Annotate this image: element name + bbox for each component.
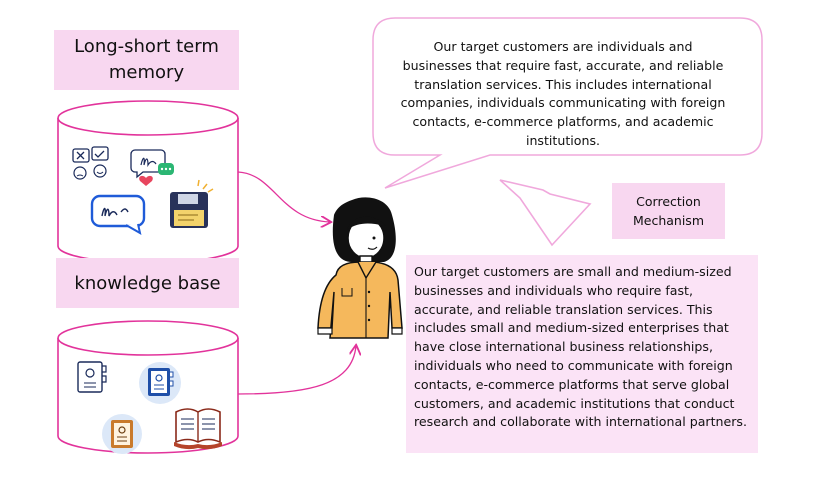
- speech-bubble-text: Our target customers are individuals and…: [400, 39, 726, 148]
- knowledge-base-title: knowledge base: [56, 258, 239, 308]
- speech-bubble: [372, 17, 763, 189]
- correction-down-arrow: [499, 179, 592, 247]
- notebook-circle-icon: [102, 414, 142, 454]
- correction-mechanism-label: Correction Mechanism: [632, 194, 704, 228]
- address-book-icon: [77, 361, 107, 393]
- floppy-disk-note-icon: [170, 179, 214, 228]
- memory-title-text: Long-short term memory: [74, 36, 219, 83]
- open-book-icon: [174, 408, 222, 450]
- knowledge-base-title-text: knowledge base: [74, 272, 221, 294]
- corrected-answer-text: Our target customers are small and mediu…: [414, 264, 747, 430]
- memory-title: Long-short term memory: [54, 30, 239, 90]
- signature-bubble-icon: [90, 194, 146, 235]
- knowledge-to-agent-arrow: [237, 346, 356, 395]
- emoji-feedback-icon: [72, 146, 109, 180]
- correction-mechanism-box: Correction Mechanism: [612, 183, 725, 239]
- address-book-circle-icon: [139, 362, 181, 404]
- memory-to-agent-arrow: [237, 171, 330, 222]
- chat-signature-heart-icon: [130, 149, 174, 186]
- woman-avatar-icon: [317, 197, 403, 339]
- corrected-answer-box: Our target customers are small and mediu…: [406, 255, 758, 453]
